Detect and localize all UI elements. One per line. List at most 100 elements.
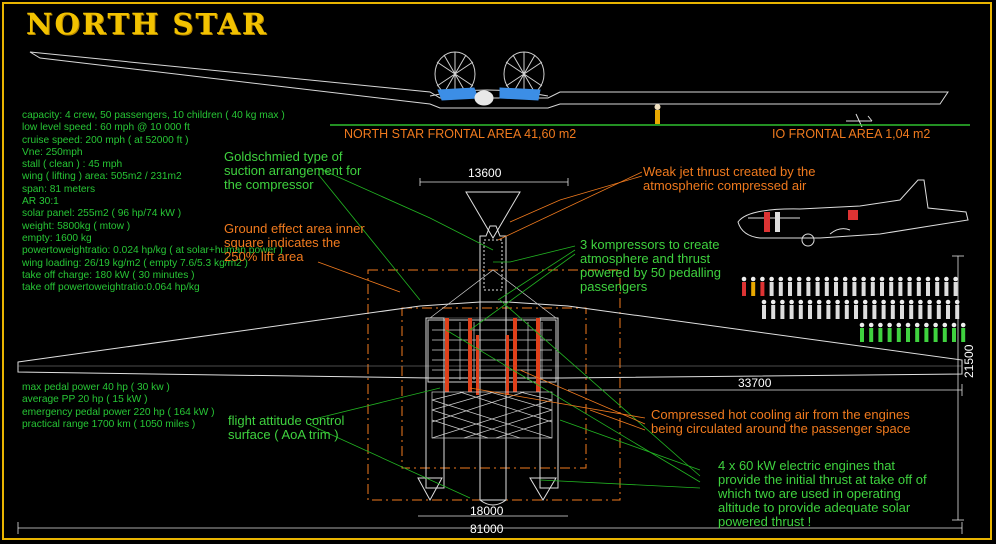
note-weak-jet-thrust: Weak jet thrust created by the atmospher… — [643, 165, 815, 193]
passenger-figure — [788, 282, 792, 296]
passenger-head — [868, 322, 874, 328]
passenger-figure — [835, 305, 840, 319]
spec-line: AR 30:1 — [22, 196, 59, 208]
north-star-frontal-area: NORTH STAR FRONTAL AREA 41,60 m2 — [344, 127, 577, 141]
note-line: Ground effect area inner — [224, 221, 365, 236]
passenger-head — [918, 299, 923, 305]
passenger-figure — [861, 282, 866, 296]
note-compressed-air: Compressed hot cooling air from the engi… — [651, 408, 910, 436]
passenger-figure — [946, 305, 950, 319]
passenger-head — [761, 299, 767, 305]
dimension-lines — [17, 178, 964, 534]
passenger-figure — [863, 305, 868, 319]
note-goldschmied: Goldschmied type of suction arrangement … — [224, 150, 361, 192]
passenger-figure — [890, 305, 895, 319]
passenger-figure — [942, 328, 947, 342]
note-line: atmosphere and thrust — [580, 251, 711, 266]
passenger-head — [872, 299, 877, 305]
io-aircraft-side-view — [737, 179, 969, 247]
spec-line: span: 81 meters — [22, 183, 96, 195]
passenger-head — [944, 276, 949, 282]
passenger-head — [852, 276, 857, 282]
passenger-figure — [916, 282, 921, 296]
note-electric-engines: 4 x 60 kW electric engines that provide … — [718, 459, 927, 529]
passenger-head — [934, 276, 940, 282]
passenger-figure — [952, 328, 956, 342]
passenger-figure — [824, 282, 829, 296]
passenger-head — [870, 276, 876, 282]
spec-line: wing loading: 26/19 kg/m2 ( empty 7.6/5.… — [22, 257, 248, 269]
passenger-head — [861, 276, 866, 282]
note-line: flight attitude control — [228, 413, 345, 428]
passenger-head — [888, 276, 894, 282]
spec-line: average PP 20 hp ( 15 kW ) — [22, 394, 148, 406]
passenger-head — [789, 299, 794, 305]
passenger-figure — [936, 305, 941, 319]
passenger-head — [933, 322, 938, 328]
passenger-figure — [797, 282, 802, 296]
passenger-head — [898, 276, 903, 282]
passenger-head — [881, 299, 886, 305]
passenger-head — [927, 299, 932, 305]
passenger-figure — [915, 328, 920, 342]
passenger-head — [878, 322, 883, 328]
passenger-figure — [762, 305, 766, 319]
passenger-figure — [815, 282, 820, 296]
passenger-figure — [769, 282, 774, 296]
passenger-head — [842, 276, 848, 282]
passenger-figure — [900, 305, 904, 319]
passenger-figure — [817, 305, 822, 319]
spec-line: max pedal power 40 hp ( 30 kw ) — [22, 382, 170, 393]
passenger-figure — [953, 282, 958, 296]
note-line: which two are used in operating — [718, 486, 901, 501]
passenger-figure — [806, 282, 811, 296]
passenger-head — [760, 276, 765, 282]
note-line: atmospheric compressed air — [643, 178, 807, 193]
note-kompressors: 3 kompressors to create atmosphere and t… — [580, 238, 721, 294]
spec-line: take off charge: 180 kW ( 30 minutes ) — [22, 269, 195, 281]
passenger-figure — [955, 305, 960, 319]
spec-line: weight: 5800kg ( mtow ) — [22, 220, 131, 232]
passenger-figure — [771, 305, 776, 319]
leader-lines — [309, 167, 701, 499]
passenger-head — [787, 276, 793, 282]
passenger-figure — [854, 305, 858, 319]
passenger-figure — [778, 282, 783, 296]
passenger-figure — [933, 328, 938, 342]
passenger-head — [859, 322, 865, 328]
passenger-head — [780, 299, 785, 305]
passenger-head — [778, 276, 784, 282]
passenger-head — [960, 322, 966, 328]
spec-line: stall ( clean ) : 45 mph — [22, 159, 123, 171]
passenger-figure — [798, 305, 803, 319]
passenger-head — [815, 276, 820, 282]
spec-line: wing ( lifting ) area: 505m2 / 231m2 — [22, 171, 182, 183]
note-ground-effect: Ground effect area inner square indicate… — [224, 222, 365, 264]
passenger-head — [770, 299, 776, 305]
spec-line: take off powertoweightratio:0.064 hp/kg — [22, 282, 200, 294]
note-line: 250% lift area — [224, 249, 304, 264]
passenger-figure — [872, 305, 877, 319]
drawing-title: NORTH STAR — [26, 7, 268, 41]
passenger-figure — [860, 328, 864, 342]
passenger-figure — [918, 305, 923, 319]
passenger-head — [936, 299, 942, 305]
dimension-18000: 18000 — [470, 504, 504, 518]
passenger-head — [914, 322, 920, 328]
spec-line: cruise speed: 200 mph ( at 52000 ft ) — [22, 134, 189, 146]
passenger-figure — [760, 282, 765, 296]
note-line: suction arrangement for — [224, 163, 362, 178]
passenger-figure — [789, 305, 794, 319]
passenger-head — [824, 276, 830, 282]
passenger-figure — [878, 328, 883, 342]
passenger-head — [890, 299, 896, 305]
passenger-head — [879, 276, 885, 282]
passenger-figure — [834, 282, 838, 296]
passenger-head — [945, 299, 951, 305]
passenger-figures — [741, 276, 966, 342]
passenger-figure — [742, 282, 746, 296]
spec-line: powertoweightratio: 0.024 hp/kg ( at sol… — [22, 245, 283, 257]
spec-line: empty: 1600 kg — [22, 232, 92, 244]
